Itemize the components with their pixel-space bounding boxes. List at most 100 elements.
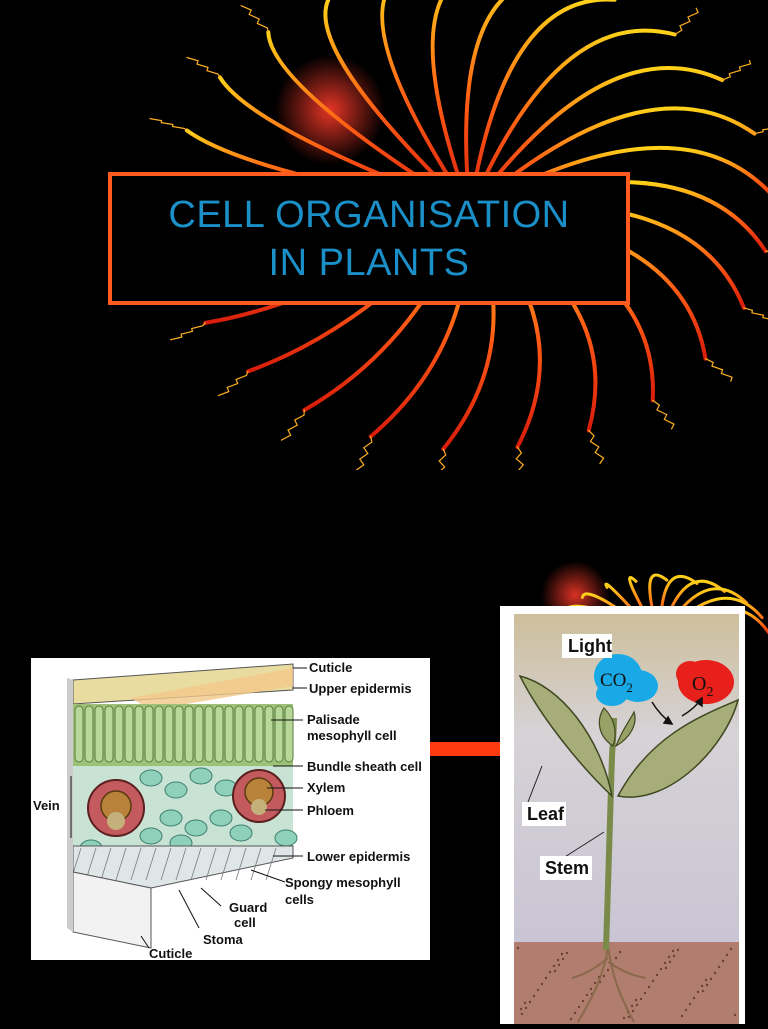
soil [514,942,739,1024]
label-guard-2: cell [234,915,256,930]
firework-sparkle [438,448,447,470]
epidermis-cell-line [160,847,172,881]
soil-grain [540,982,544,986]
firework-streak [468,0,617,212]
vein-right [232,769,286,823]
soil-grain [634,998,638,1002]
firework-sparkle [515,446,525,470]
firework-sparkle [355,435,373,470]
soil-grain [519,1007,523,1011]
palisade-cell [164,705,174,763]
palisade-cell [274,705,284,763]
label-cuticle-top: Cuticle [309,660,352,675]
label-leaf: Leaf [527,804,565,824]
soil-grain [696,990,700,994]
label-co2: CO2 [600,670,633,695]
firework-sparkle [186,56,221,78]
soil-grain [672,954,676,958]
leaf-small-left [598,707,616,747]
plant-diagram: Light CO2 O2 Leaf Stem [514,614,740,1024]
soil-grain [561,957,565,961]
palisade-cell [154,705,164,763]
soil-grain [618,950,622,954]
spongy-cell [159,809,183,827]
soil-grain [647,985,651,989]
soil-grain [717,965,721,969]
soil-grain [523,1001,527,1005]
epidermis-cell-line [220,847,232,881]
title-line-2: IN PLANTS [268,241,470,284]
vein-left [87,779,145,837]
label-phloem: Phloem [307,803,354,818]
firework-sparkle [217,370,249,397]
palisade-cell [114,705,124,763]
epidermis-cell-line [250,847,262,881]
firework-sparkle [169,322,206,341]
soil-grain [705,983,709,987]
soil-grain [630,1004,634,1008]
epidermis-cell-line [175,847,187,881]
soil-grain [614,956,618,960]
palisade-cell [184,705,194,763]
spongy-cell [184,819,208,837]
soil-grain [528,1000,532,1004]
soil-grain [589,987,593,991]
firework-sparkle [240,5,269,33]
soil-grain [651,979,655,983]
spongy-cell [139,769,163,787]
soil-grain [556,958,560,962]
palisade-cell [284,705,294,763]
epidermis-cell-line [130,847,142,881]
soil-grain [557,963,561,967]
soil-grain [704,978,708,982]
soil-grain [639,997,643,1001]
soil-grain [725,953,729,957]
leaf-cross-section-panel: Cuticle Upper epidermis Palisade mesophy… [31,658,430,961]
epidermis-cell-line [115,847,127,881]
soil-grain [713,971,717,975]
palisade-cell [134,705,144,763]
spongy-cell [164,781,188,799]
soil-grain [692,996,696,1000]
palisade-cell [224,705,234,763]
soil-grain [733,1013,737,1017]
firework-streak [323,0,472,212]
leaf-small-right [614,710,636,748]
palisade-cell [204,705,214,763]
roots [571,945,647,1023]
soil-grain [680,1014,684,1018]
epidermis-cell-line [205,847,217,881]
soil-grain [536,988,540,992]
soil-grain [671,949,675,953]
soil-grain [544,976,548,980]
palisade-cell [244,705,254,763]
palisade-cell [254,705,264,763]
soil-grain [593,981,597,985]
label-palisade-1: Palisade [307,712,360,727]
palisade-cell [214,705,224,763]
label-bundle-sheath: Bundle sheath cell [307,759,422,774]
soil-grain [635,1003,639,1007]
soil-grain [577,1005,581,1009]
soil-grain [655,973,659,977]
firework-streak [430,0,472,212]
soil-grain [668,960,672,964]
epidermis-cell-line [265,847,277,881]
label-stoma: Stoma [203,932,244,947]
spongy-cell [209,809,233,827]
leaf-side-edge [67,678,73,932]
soil-grain [663,961,667,965]
spongy-cell [274,829,298,847]
soil-grain [606,968,610,972]
soil-grain [701,989,705,993]
palisade-cell [174,705,184,763]
palisade-cell [234,705,244,763]
epidermis-cell-line [190,847,202,881]
firework-sparkle [280,409,305,441]
soil-grain [552,964,556,968]
label-lower-epidermis: Lower epidermis [307,849,410,864]
firework-sparkle [743,307,768,320]
label-cuticle-bottom: Cuticle [149,946,192,960]
soil-grain [729,947,733,951]
